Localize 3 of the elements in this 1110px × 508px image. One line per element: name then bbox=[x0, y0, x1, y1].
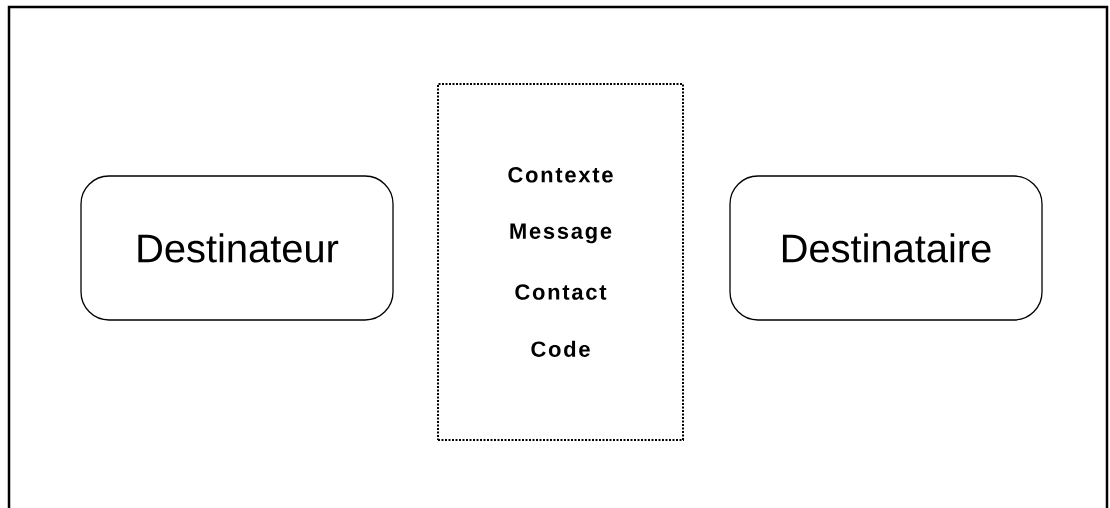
rounded-box: Destinataire bbox=[729, 175, 1043, 321]
rounded-box: Destinateur bbox=[80, 175, 394, 321]
dotted-box: Contexte Message Contact Code bbox=[437, 83, 684, 441]
